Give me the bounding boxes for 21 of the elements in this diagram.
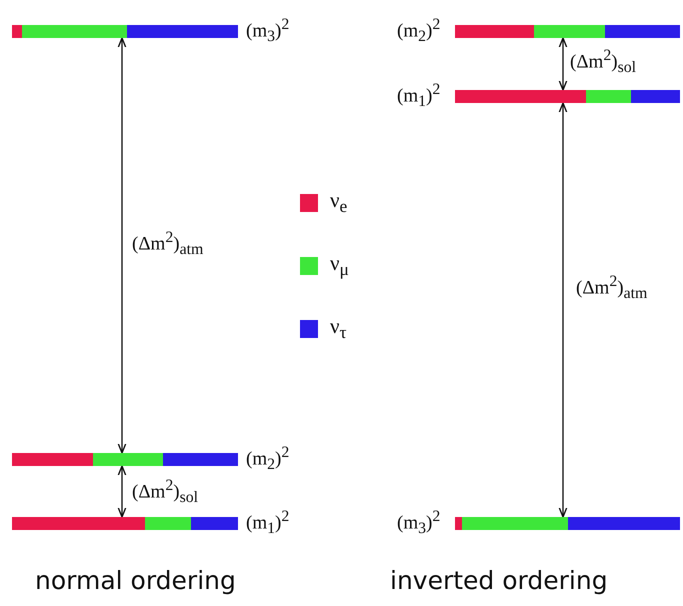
level-label: (m$_{3}$)$^{2}$ [246,16,290,46]
legend-label: ν$_{μ}$ [330,251,349,280]
energy-level-bar [12,453,238,466]
energy-level-bar [455,90,680,103]
level-label: (m$_{1}$)$^{2}$ [246,508,290,538]
energy-level-bar [455,25,680,38]
level-label: (m$_{2}$)$^{2}$ [397,16,440,46]
double-arrow [118,465,126,518]
legend-label: ν$_{e}$ [330,188,348,218]
caption-text: normal ordering [35,566,236,595]
level-label: (m$_{1}$)$^{2}$ [397,81,440,112]
double-arrow [118,37,126,454]
energy-level-bar [455,517,680,530]
energy-level-bar [12,25,238,38]
level-label: (m$_{3}$)$^{2}$ [397,508,440,538]
caption-text: inverted ordering [390,566,608,595]
legend-label: ν$_{τ}$ [330,314,347,344]
double-arrow [558,37,568,91]
level-label: (m$_{2}$)$^{2}$ [246,444,290,474]
energy-level-bar [12,517,238,530]
double-arrow [558,102,568,518]
